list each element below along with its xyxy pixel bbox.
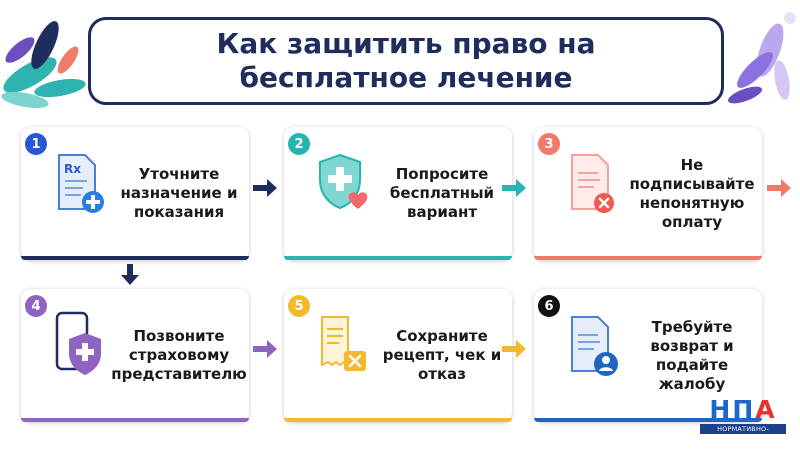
card-accent-bar (284, 418, 512, 422)
arrow-right-icon (253, 340, 277, 358)
arrow-right-icon (253, 179, 277, 197)
prescription-plus-icon: Rx (58, 154, 104, 213)
arrow-right-icon (767, 179, 791, 197)
step-number-badge: 3 (538, 133, 560, 155)
step-number-badge: 4 (25, 295, 47, 317)
title-box: Как защитить право на бесплатное лечение (88, 17, 724, 105)
decorative-leaves-left (1, 21, 86, 109)
card-accent-bar (534, 256, 762, 260)
step-card-4: 4 Позвоните страховому представителю (21, 289, 249, 422)
card-accent-bar (21, 256, 249, 260)
logo-letters: НПА (709, 395, 777, 424)
page-title: Как защитить право на бесплатное лечение (216, 27, 596, 94)
step-card-1: 1 Rx Уточните назначение и показания (21, 127, 249, 260)
logo-subtitle: НОРМАТИВНО-ПРАВОВЫЕ АКТЫ (700, 424, 786, 443)
step-card-2: 2 Попросите бесплатный вариант (284, 127, 512, 260)
npa-logo: НПА НОРМАТИВНО-ПРАВОВЫЕ АКТЫ (700, 396, 786, 443)
document-user-icon (571, 316, 618, 376)
document-cancel-icon (571, 154, 614, 213)
card-accent-bar (284, 256, 512, 260)
step-text: Позвоните страховому представителю (111, 327, 247, 383)
svg-text:Rx: Rx (64, 162, 81, 176)
step-text: Требуйте возврат и подайте жалобу (650, 317, 734, 393)
step-card-5: 5 Сохраните рецепт, чек и отказ (284, 289, 512, 422)
arrow-right-icon (502, 179, 526, 197)
step-number-badge: 2 (288, 133, 310, 155)
step-number-badge: 5 (288, 295, 310, 317)
step-text: Уточните назначение и показания (120, 165, 238, 221)
step-text: Сохраните рецепт, чек и отказ (382, 327, 502, 383)
step-card-3: 3 Не подписывайте непонятную оплату (534, 127, 762, 260)
step-number-badge: 6 (538, 295, 560, 317)
arrow-right-icon (502, 340, 526, 358)
step-card-6: 6 Требуйте возврат и подайте жалобу (534, 289, 762, 422)
card-accent-bar (534, 418, 762, 422)
step-text: Не подписывайте непонятную оплату (629, 155, 755, 231)
phone-shield-icon (55, 311, 101, 375)
step-number-badge: 1 (25, 133, 47, 155)
arrow-down-icon (121, 264, 139, 285)
shield-cross-heart-icon (319, 153, 368, 210)
step-text: Попросите бесплатный вариант (389, 165, 495, 221)
card-accent-bar (21, 418, 249, 422)
decorative-leaves-right (727, 12, 796, 104)
receipt-cancel-icon (321, 316, 366, 371)
